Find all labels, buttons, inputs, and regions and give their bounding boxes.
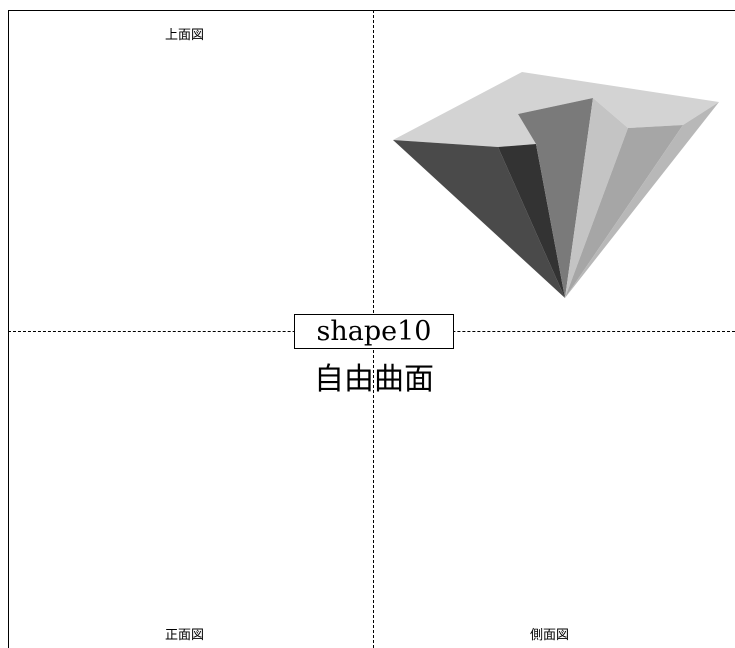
frame-top-border — [8, 10, 735, 11]
shape-inner-light-face — [565, 98, 628, 298]
shape-far-right-face — [565, 102, 719, 298]
shape-type-label: 自由曲面 — [314, 362, 434, 397]
front-view-label: 正面図 — [165, 628, 205, 643]
top-view-label: 上面図 — [165, 28, 205, 43]
shape-name-box: shape10 — [294, 314, 454, 349]
side-view-label: 側面図 — [530, 628, 570, 643]
frame-left-border — [8, 10, 9, 648]
shape-inner-mid-face — [518, 98, 593, 298]
shape-left-face — [393, 140, 565, 298]
shape-top-face — [393, 72, 719, 147]
shape-inner-dark-face — [498, 144, 565, 298]
